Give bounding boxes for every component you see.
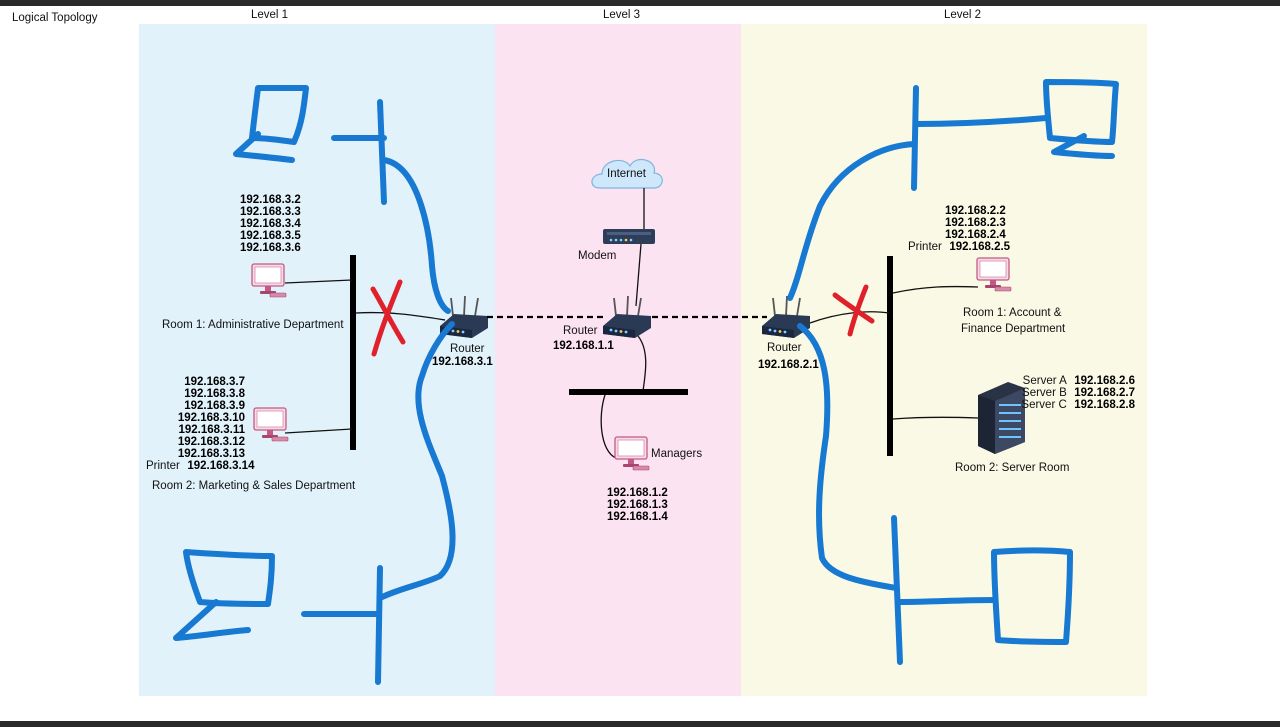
printer-prefix: Printer [146,460,180,472]
ip-address: 192.168.1.4 [607,511,668,523]
sketch-pole-bottom-left [301,565,383,685]
level3-heading: Level 3 [603,9,640,21]
sketch-monitor-top-right-icon [1043,79,1119,145]
level2-printer-line: Printer 192.168.2.5 [908,237,1011,254]
ip-address: 192.168.3.7 [184,376,245,388]
level1-room2-cable [284,428,353,434]
level1-router-ip: 192.168.3.1 [432,356,493,368]
sketch-pole-top-right [911,85,1049,191]
modem-router-cable [635,243,642,307]
level2-router-link [809,311,890,324]
level2-room2-label: Room 2: Server Room [955,462,1069,474]
internet-label: Internet [607,168,647,180]
sketch-wire-top-right [787,141,917,301]
sketch-wire-bottom-left [377,321,456,601]
level2-heading: Level 2 [944,9,981,21]
level2-switch-bar [887,256,893,456]
level1-heading: Level 1 [251,9,288,21]
server-ip: 192.168.2.8 [1074,399,1135,411]
printer-ip: 192.168.3.14 [187,460,255,472]
modem-label: Modem [578,250,616,262]
level1-switch-bar [350,255,356,450]
level1-blocked-x-icon [370,279,406,357]
server-name: Server C [1021,399,1066,411]
sketch-pole-top-left [331,99,387,205]
sketch-wire-top-left [381,157,451,314]
level1-room1-ip-list: 192.168.3.2 192.168.3.3 192.168.3.4 192.… [240,194,301,254]
diagram-frame: Logical Topology Level 1 Level 3 Level 2… [0,6,1280,721]
sketch-wire-bottom-right [797,323,899,591]
sketch-monitor-bottom-right-icon [991,547,1073,645]
level1-printer-line: Printer 192.168.3.14 [146,456,255,473]
level3-zone [495,24,741,696]
ip-address: 192.168.3.9 [184,400,245,412]
level1-room2-ip-list: 192.168.3.7 192.168.3.8 192.168.3.9 192.… [178,376,246,460]
level1-router-link [355,311,446,321]
ip-address: 192.168.3.8 [184,388,245,400]
topology-diagram: Logical Topology Level 1 Level 3 Level 2… [12,9,1147,696]
internet-cloud-icon [591,158,663,189]
ip-address: 192.168.3.5 [240,230,301,242]
printer-prefix: Printer [908,241,942,253]
ip-address: 192.168.3.12 [178,436,245,448]
ip-address: 192.168.3.2 [240,194,301,206]
ip-address: 192.168.2.4 [945,229,1006,241]
level3-router-label: Router [563,325,598,337]
level2-room1-label-line1: Room 1: Account & [963,307,1062,319]
level1-room1-cable [284,279,353,284]
server-c-line: Server C 192.168.2.8 [1021,395,1135,412]
ip-address: 192.168.3.11 [178,424,245,436]
level1-zone [139,24,495,696]
level3-switch-bar [569,389,688,395]
level2-room1-label-line2: Finance Department [961,323,1066,335]
diagram-title: Logical Topology [12,12,98,24]
level1-room1-label: Room 1: Administrative Department [162,319,344,331]
router-managers-cable [637,335,647,392]
server-ip: 192.168.2.7 [1074,387,1135,399]
ip-address: 192.168.1.2 [607,487,668,499]
level1-room2-label: Room 2: Marketing & Sales Department [152,480,356,492]
ip-address: 192.168.2.3 [945,217,1006,229]
ip-address: 192.168.3.6 [240,242,301,254]
sketch-monitor-stand-bottom-left [173,599,251,641]
sketch-monitor-stand-top-right [1051,133,1115,159]
managers-ip-list: 192.168.1.2 192.168.1.3 192.168.1.4 [607,487,668,523]
sketch-monitor-top-left-icon [249,85,309,145]
level2-room1-cable [892,285,979,294]
level2-router-ip: 192.168.2.1 [758,359,819,371]
sketch-monitor-stand-top-left [233,131,295,163]
ip-address: 192.168.3.13 [178,448,245,460]
ip-address: 192.168.3.3 [240,206,301,218]
level2-room2-cable [892,416,979,420]
printer-ip: 192.168.2.5 [949,241,1010,253]
sketch-monitor-bottom-left-icon [183,549,275,607]
level1-router-label: Router [450,343,485,355]
ip-address: 192.168.3.4 [240,218,301,230]
ip-address: 192.168.2.2 [945,205,1006,217]
level2-blocked-x-icon [832,284,875,337]
server-list: Server A 192.168.2.6 Server B 192.168.2.… [1021,371,1135,412]
server-a-line: Server A 192.168.2.6 [1023,371,1135,388]
managers-pc-cable [600,394,617,459]
server-b-line: Server B 192.168.2.7 [1022,383,1135,400]
level2-router-label: Router [767,342,802,354]
server-rack-icon [978,382,1025,454]
level3-router-ip: 192.168.1.1 [553,340,614,352]
ip-address: 192.168.3.10 [178,412,245,424]
ip-address: 192.168.1.3 [607,499,668,511]
server-ip: 192.168.2.6 [1074,375,1135,387]
level2-room1-ip-list: 192.168.2.2 192.168.2.3 192.168.2.4 [945,205,1006,241]
server-name: Server A [1023,375,1067,387]
modem-icon [603,229,655,244]
managers-label: Managers [651,448,702,460]
server-name: Server B [1022,387,1067,399]
hand-drawn-annotations [173,79,1119,685]
